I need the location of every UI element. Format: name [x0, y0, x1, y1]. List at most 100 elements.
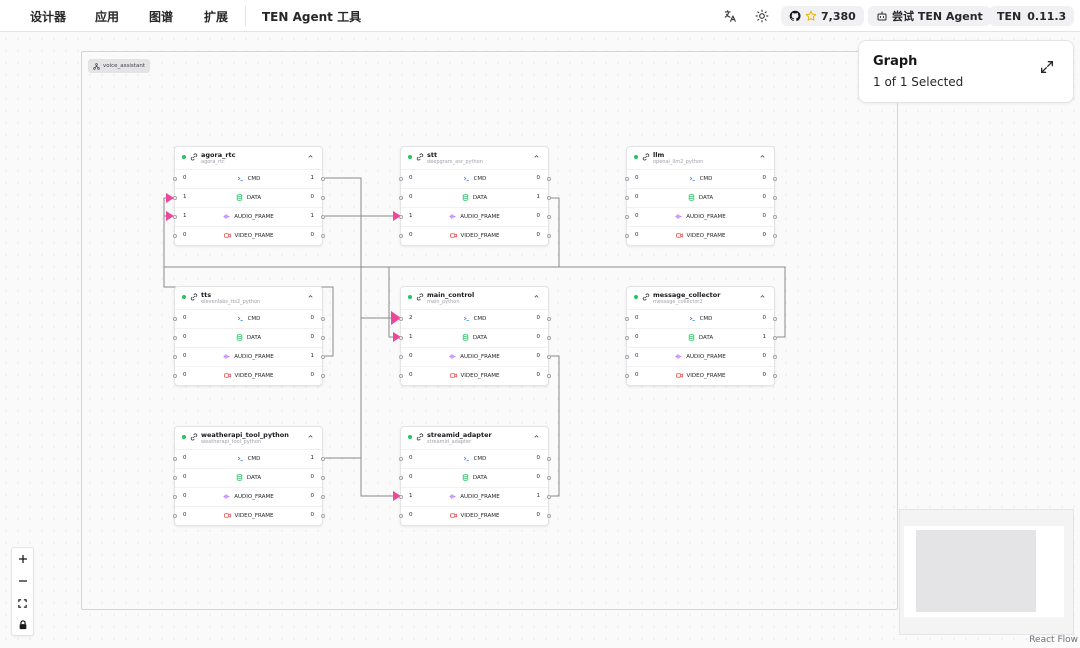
- react-flow-attribution[interactable]: React Flow: [1029, 635, 1078, 645]
- source-handle[interactable]: [546, 495, 551, 499]
- source-handle[interactable]: [772, 177, 777, 181]
- source-handle[interactable]: [320, 317, 325, 321]
- fit-view-icon[interactable]: [12, 592, 33, 614]
- source-handle[interactable]: [320, 355, 325, 359]
- chevron-up-icon[interactable]: [759, 293, 766, 300]
- source-handle[interactable]: [546, 215, 551, 219]
- source-handle[interactable]: [772, 374, 777, 378]
- target-handle[interactable]: [624, 336, 629, 340]
- source-handle[interactable]: [546, 476, 551, 480]
- target-handle[interactable]: [398, 336, 403, 340]
- target-handle[interactable]: [398, 476, 403, 480]
- target-handle[interactable]: [398, 495, 403, 499]
- target-handle[interactable]: [398, 215, 403, 219]
- source-handle[interactable]: [546, 514, 551, 518]
- source-handle[interactable]: [772, 196, 777, 200]
- source-handle[interactable]: [546, 317, 551, 321]
- target-handle[interactable]: [398, 457, 403, 461]
- menu-graph[interactable]: 图谱: [149, 10, 174, 24]
- source-handle[interactable]: [772, 215, 777, 219]
- group-label[interactable]: voice_assistant: [88, 59, 150, 73]
- menu-apps[interactable]: 应用: [95, 10, 120, 24]
- chevron-up-icon[interactable]: [759, 153, 766, 160]
- node-main-control[interactable]: main_control main_python 2 CMD 0 1 DATA …: [398, 286, 551, 386]
- source-handle[interactable]: [546, 177, 551, 181]
- node-weatherapi-tool[interactable]: weatherapi_tool_python weatherapi_tool_p…: [172, 426, 325, 526]
- source-handle[interactable]: [320, 476, 325, 480]
- target-handle[interactable]: [172, 476, 177, 480]
- source-handle[interactable]: [320, 234, 325, 238]
- node-header[interactable]: agora_rtc agora_rtc: [175, 147, 322, 169]
- github-stars-button[interactable]: 7,380: [781, 6, 864, 26]
- target-handle[interactable]: [398, 234, 403, 238]
- source-handle[interactable]: [772, 317, 777, 321]
- source-handle[interactable]: [546, 374, 551, 378]
- target-handle[interactable]: [172, 495, 177, 499]
- source-handle[interactable]: [320, 457, 325, 461]
- node-llm[interactable]: llm openai_llm2_python 0 CMD 0 0 DATA 0 …: [624, 146, 777, 246]
- source-handle[interactable]: [546, 234, 551, 238]
- node-header[interactable]: weatherapi_tool_python weatherapi_tool_p…: [175, 427, 322, 449]
- target-handle[interactable]: [172, 234, 177, 238]
- maximize-icon[interactable]: [1039, 59, 1055, 75]
- source-handle[interactable]: [320, 336, 325, 340]
- source-handle[interactable]: [320, 514, 325, 518]
- target-handle[interactable]: [172, 177, 177, 181]
- node-tts[interactable]: tts elevenlabs_tts2_python 0 CMD 0 0 DAT…: [172, 286, 325, 386]
- target-handle[interactable]: [398, 374, 403, 378]
- node-message-collector[interactable]: message_collector message_collector2 0 C…: [624, 286, 777, 386]
- target-handle[interactable]: [172, 374, 177, 378]
- target-handle[interactable]: [398, 177, 403, 181]
- target-handle[interactable]: [398, 514, 403, 518]
- source-handle[interactable]: [320, 196, 325, 200]
- node-stt[interactable]: stt deepgram_asr_python 0 CMD 0 0 DATA 1…: [398, 146, 551, 246]
- translate-icon[interactable]: [721, 7, 739, 25]
- node-header[interactable]: message_collector message_collector2: [627, 287, 774, 309]
- target-handle[interactable]: [624, 196, 629, 200]
- node-header[interactable]: llm openai_llm2_python: [627, 147, 774, 169]
- source-handle[interactable]: [546, 196, 551, 200]
- target-handle[interactable]: [172, 514, 177, 518]
- chevron-up-icon[interactable]: [533, 433, 540, 440]
- target-handle[interactable]: [398, 196, 403, 200]
- sun-icon[interactable]: [753, 7, 771, 25]
- source-handle[interactable]: [772, 355, 777, 359]
- node-header[interactable]: streamid_adapter streamid_adapter: [401, 427, 548, 449]
- chevron-up-icon[interactable]: [533, 153, 540, 160]
- target-handle[interactable]: [172, 336, 177, 340]
- version-badge[interactable]: TEN 0.11.3: [989, 6, 1075, 26]
- target-handle[interactable]: [172, 317, 177, 321]
- chevron-up-icon[interactable]: [533, 293, 540, 300]
- target-handle[interactable]: [624, 234, 629, 238]
- source-handle[interactable]: [546, 336, 551, 340]
- source-handle[interactable]: [320, 177, 325, 181]
- target-handle[interactable]: [624, 317, 629, 321]
- source-handle[interactable]: [772, 234, 777, 238]
- target-handle[interactable]: [624, 215, 629, 219]
- node-header[interactable]: tts elevenlabs_tts2_python: [175, 287, 322, 309]
- target-handle[interactable]: [172, 196, 177, 200]
- source-handle[interactable]: [320, 215, 325, 219]
- graph-group-frame[interactable]: [81, 51, 898, 610]
- source-handle[interactable]: [546, 355, 551, 359]
- node-header[interactable]: main_control main_python: [401, 287, 548, 309]
- target-handle[interactable]: [624, 374, 629, 378]
- target-handle[interactable]: [624, 177, 629, 181]
- chevron-up-icon[interactable]: [307, 153, 314, 160]
- node-streamid-adapter[interactable]: streamid_adapter streamid_adapter 0 CMD …: [398, 426, 551, 526]
- target-handle[interactable]: [398, 317, 403, 321]
- menu-designer[interactable]: 设计器: [30, 10, 67, 24]
- chevron-up-icon[interactable]: [307, 293, 314, 300]
- source-handle[interactable]: [772, 336, 777, 340]
- menu-extensions[interactable]: 扩展: [204, 10, 229, 24]
- lock-icon[interactable]: [12, 614, 33, 636]
- node-agora-rtc[interactable]: agora_rtc agora_rtc 0 CMD 1 1 DATA 0 1 A…: [172, 146, 325, 246]
- zoom-out-icon[interactable]: [12, 570, 33, 592]
- target-handle[interactable]: [172, 215, 177, 219]
- minimap-viewport[interactable]: [916, 530, 1036, 612]
- target-handle[interactable]: [172, 355, 177, 359]
- source-handle[interactable]: [320, 495, 325, 499]
- target-handle[interactable]: [624, 355, 629, 359]
- try-ten-agent-button[interactable]: 尝试 TEN Agent: [868, 6, 991, 26]
- zoom-in-icon[interactable]: [12, 548, 33, 570]
